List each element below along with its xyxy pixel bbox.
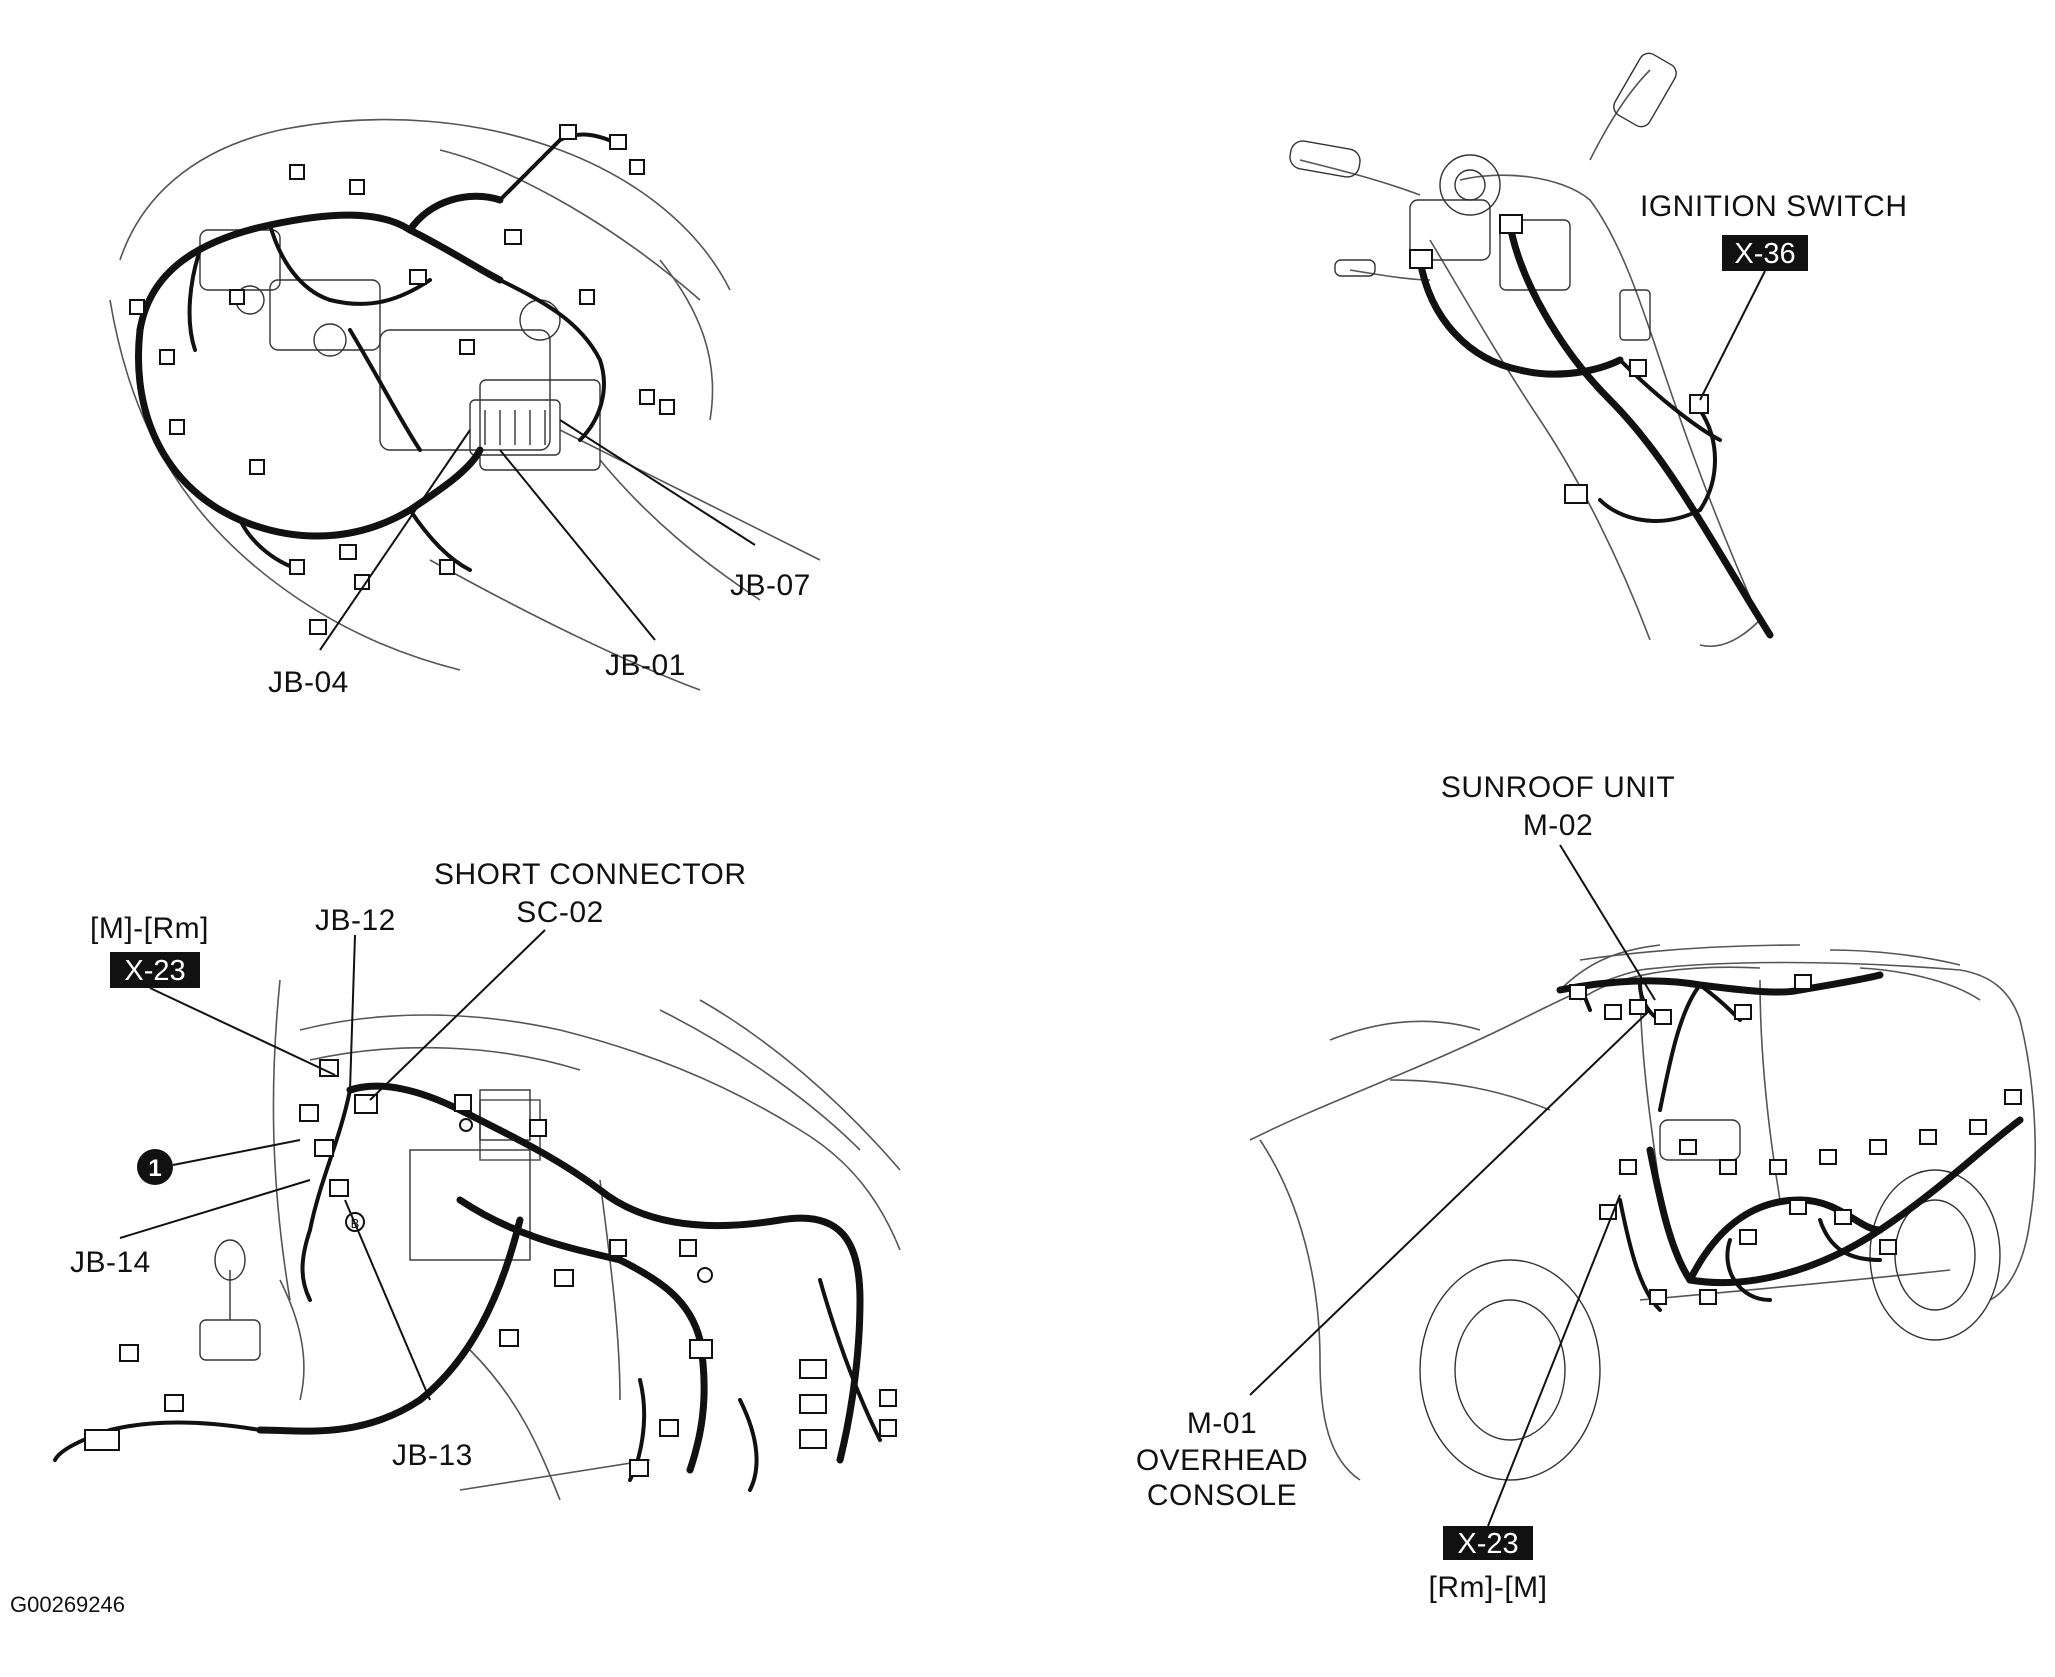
jb13-label: JB-13 — [392, 1439, 473, 1472]
jb04-label: JB-04 — [268, 666, 349, 699]
m02-label: M-02 — [1523, 809, 1593, 842]
x23-tag-box-left — [110, 952, 200, 988]
x36-leader — [1699, 270, 1766, 401]
x23-right-leader — [1487, 1194, 1621, 1527]
m-rm-label: [M]-[Rm] — [90, 912, 209, 945]
x23-tag-text-right: X-23 — [1457, 1528, 1518, 1560]
overhead-label: OVERHEAD — [1136, 1444, 1308, 1477]
x36-tag-box — [1722, 235, 1808, 271]
jb14-label: JB-14 — [70, 1246, 151, 1279]
jb13-leader — [344, 1199, 431, 1401]
engine-bay-illustration — [109, 118, 821, 691]
vehicle-illustration — [1249, 944, 2036, 1481]
x23-tag-box-right — [1443, 1526, 1533, 1560]
m02-leader — [1559, 844, 1656, 1001]
ignition-switch-title: IGNITION SWITCH — [1640, 190, 1907, 223]
m01-label: M-01 — [1187, 1407, 1257, 1440]
jb07-leader — [559, 419, 756, 546]
rm-m-label: [Rm]-[M] — [1429, 1571, 1548, 1604]
sc02-label: SC-02 — [516, 896, 604, 929]
x36-tag-text: X-36 — [1734, 238, 1795, 270]
short-connector-title: SHORT CONNECTOR — [434, 858, 747, 891]
x23-left-leader — [149, 987, 336, 1076]
x23-tag-text-left: X-23 — [124, 955, 185, 987]
engine-bay-panel: JB-07 JB-01 JB-04 — [109, 118, 821, 699]
sc02-leader — [369, 929, 546, 1101]
jb04-leader — [319, 429, 471, 651]
callout-number: 1 — [148, 1155, 161, 1182]
figure-id: G00269246 — [10, 1592, 125, 1617]
jb07-label: JB-07 — [730, 569, 811, 602]
jb14-leader — [119, 1179, 311, 1239]
jb01-label: JB-01 — [605, 649, 686, 682]
jb01-leader — [499, 449, 656, 641]
steering-column-illustration — [1289, 52, 1774, 647]
dashboard-illustration — [53, 979, 901, 1501]
dashboard-panel: SHORT CONNECTOR SC-02 [M]-[Rm] X-23 JB-1… — [53, 858, 901, 1501]
callout-circle-1 — [137, 1149, 173, 1185]
callout-1-leader — [172, 1139, 301, 1166]
console-label: CONSOLE — [1147, 1479, 1297, 1512]
vehicle-panel: SUNROOF UNIT M-02 M-01 OVERHEAD CONSOLE … — [1136, 771, 2036, 1604]
sunroof-unit-title: SUNROOF UNIT — [1441, 771, 1675, 804]
m01-leader — [1249, 1009, 1651, 1396]
ignition-panel: IGNITION SWITCH X-36 — [1289, 52, 1907, 647]
jb12-leader — [349, 934, 356, 1091]
jb12-label: JB-12 — [315, 904, 396, 937]
